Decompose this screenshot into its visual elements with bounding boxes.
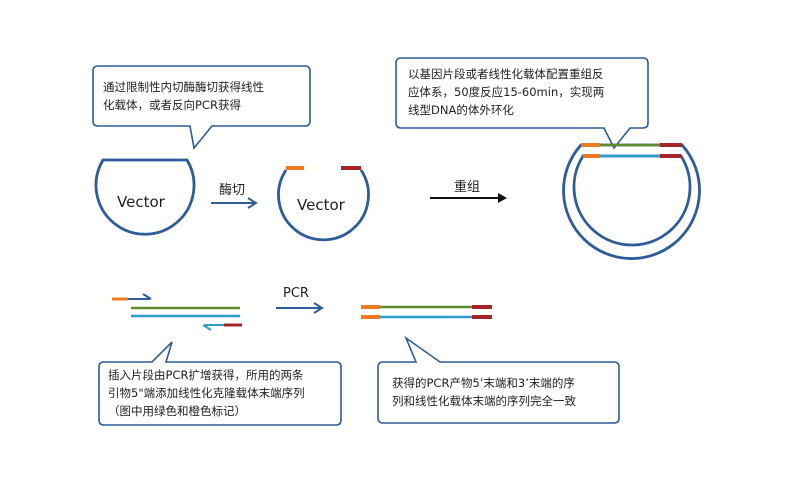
callout-bottom-left-text: 插入片段由PCR扩增获得，所用的两条 引物5"端添加线性化克隆载体末端序列 （图… <box>108 368 305 418</box>
callout-bubble-bottom-right <box>377 335 620 424</box>
callout-bubble-bottom-left <box>98 341 342 426</box>
pcr-product-icon <box>361 305 492 319</box>
digest-arrow-icon <box>211 197 258 209</box>
recombine-step-label: 重组 <box>454 180 481 195</box>
linear-vector-icon <box>277 169 370 242</box>
pcr-arrow-icon <box>276 302 324 314</box>
callout-bubble-top-right <box>395 57 649 150</box>
recombined-circle-icon <box>562 143 701 260</box>
pcr-step-label: PCR <box>283 286 309 301</box>
circular-vector-icon <box>94 158 196 236</box>
recombine-arrow-icon <box>430 193 507 203</box>
vector-linear-label: Vector <box>297 196 345 214</box>
callout-top-right-text: 以基因片段或者线性化载体配置重组反 应体系，50度反应15-60min，实现两 … <box>408 67 605 117</box>
vector-circle-label: Vector <box>117 193 165 211</box>
pcr-primers-icon <box>112 293 242 331</box>
digest-step-label: 酶切 <box>219 183 246 198</box>
callout-top-left-text: 通过限制性内切酶酶切获得线性 化载体，或者反向PCR获得 <box>103 80 264 112</box>
callout-bottom-right-text: 获得的PCR产物5’末端和3’末端的序 列和线性化载体末端的序列完全一致 <box>392 376 576 408</box>
callout-bubble-top-left <box>92 65 311 150</box>
